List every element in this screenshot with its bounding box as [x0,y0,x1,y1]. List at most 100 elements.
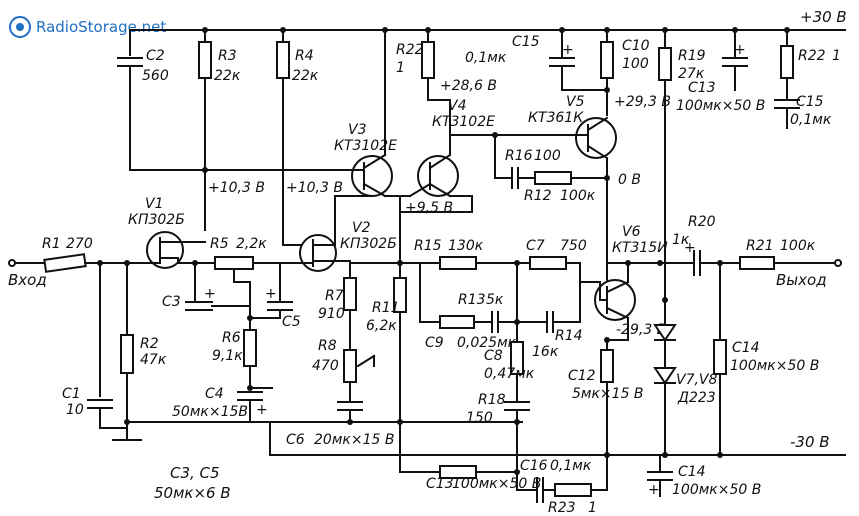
r2-value: 47к [140,352,167,368]
c9-ref: R14 [555,328,583,344]
output-label: Выход [776,271,827,289]
c16-ref: C16 [520,458,548,474]
capacitor-c2: C2 560 [117,48,169,84]
r13-ref: C9 [425,335,444,351]
r21-value: 100мк×50 В [730,358,819,374]
c3-c5-note: С3, С5 50мк×6 В [154,464,231,502]
resistor-r4: R4 22к [276,41,319,84]
v3-base-voltage: +10,3 В [208,180,265,196]
positive-rail-label: +30 В [800,8,847,26]
c4-value: 50мк×15В [172,404,248,420]
r4-ref: R4 [295,48,314,64]
v5-node-voltage: +29,3 В [614,94,671,110]
v6-emitter-voltage: -29,3 В [616,322,666,338]
capacitor-c3: + C3 [162,286,216,311]
r11-value: 6,2к [366,318,397,334]
resistor-r2: R2 47к [120,334,167,374]
r15-ref: C7 [526,238,545,254]
v4-value: КТ3102Е [432,114,495,130]
input-terminal: Вход [8,259,47,289]
r15-value: 750 [560,238,587,254]
c8-ref: R18 [478,392,506,408]
capacitor-c4: + C4 50мк×15В [172,386,268,420]
v2-drain-voltage: +10,3 В [286,180,343,196]
svg-text:+: + [648,482,660,498]
v3-value: КТ3102Е [334,138,397,154]
r7-value: 910 [318,306,345,322]
c7-value: 5к [486,292,504,308]
r6-ref: R6 [222,330,241,346]
r23-value: 1 [588,500,597,516]
resistor-r5: R5 2,2к [210,236,267,283]
v2-value: КП302Б [340,236,397,252]
r5-value: 2,2к [236,236,267,252]
c7-ref: R13 [458,292,486,308]
resistor-r14: C8 0,47мк [484,341,535,382]
transistor-v5: V5 КТ361К [528,94,617,160]
r1-ref: R1 [42,236,61,252]
r17-value: 100 [622,56,649,72]
r14-ref: C8 [484,348,503,364]
v1-value: КП302Б [128,212,185,228]
r10-node-voltage: +28,6 В [440,78,497,94]
capacitor-c9: R14 16к [532,311,583,360]
capacitor-c12: + R20 1к [672,214,716,276]
r6-value: 9,1к [212,348,243,364]
r9-ref: C13 [426,476,454,492]
r3-value: 22к [214,68,241,84]
resistor-r19: R16 R16 [658,47,672,81]
r4-value: 22к [292,68,319,84]
capacitor-c5: + C5 [265,286,301,330]
r2-ref: R2 [140,336,159,352]
c12-ref: R20 [688,214,716,230]
resistor-r22: C7 [780,45,794,79]
r21-ref: C14 [732,340,760,356]
resistor-r1: R1 270 [42,236,93,273]
c11-value: 0,1мк [465,50,507,66]
resistor-r13: C9 0,025мк [425,315,517,351]
r7-ref: R7 [325,288,344,304]
r14-value: 0,47мк [484,366,535,382]
v5-ref: V5 [566,94,585,110]
r16-value: 100к [560,188,596,204]
c16-value: 0,1мк [550,458,592,474]
v2-ref: V2 [352,220,371,236]
r13-value: 0,025мк [457,335,517,351]
radio-storage-logo-icon [9,16,31,38]
r8-ref: R8 [318,338,337,354]
transistor-v3: V3 КТ3102Е [334,122,397,198]
capacitor-c16: C16 0,1мк [520,458,592,503]
positive-rail: +30 В [129,8,847,31]
r17-ref: C10 [622,38,650,54]
r1-value: 270 [66,236,93,252]
capacitor-filter [337,401,363,411]
c6-ref: C6 [286,432,305,448]
r5-ref: R5 [210,236,229,252]
resistor-r17: C10 100 [600,38,650,79]
watermark-logo[interactable]: RadioStorage.net [9,16,166,38]
r23-ref: R23 [548,500,576,516]
resistor-r10: R22 1 [396,41,435,79]
r3-ref: R3 [218,48,237,64]
resistor-r23: R23 1 [548,483,597,516]
v4-ref: V4 [448,98,466,114]
v6-ref: V6 [622,224,641,240]
v1-ref: V1 [145,196,163,212]
c12-value: 1к [672,232,690,248]
resistor-r18: C12 5мк×15 В [568,349,644,402]
resistor-r8: R8 470 [312,338,376,383]
output-node-voltage: 0 В [618,172,641,188]
diodes-ref: V7,V8 [676,372,718,388]
c1-ref: C1 [62,386,81,402]
c3c5-value: 50мк×6 В [154,484,231,502]
svg-text:+: + [734,42,746,58]
negative-rail: -30 В [269,433,846,456]
resistor-r11: R11 6,2к [366,277,407,334]
resistor-r7: R7 910 [318,277,357,322]
c1-value: 10 [66,402,84,418]
svg-text:+: + [256,402,268,418]
r8-value: 470 [312,358,339,374]
capacitor-c8: R18 150 [466,392,530,426]
svg-text:+: + [265,286,277,302]
